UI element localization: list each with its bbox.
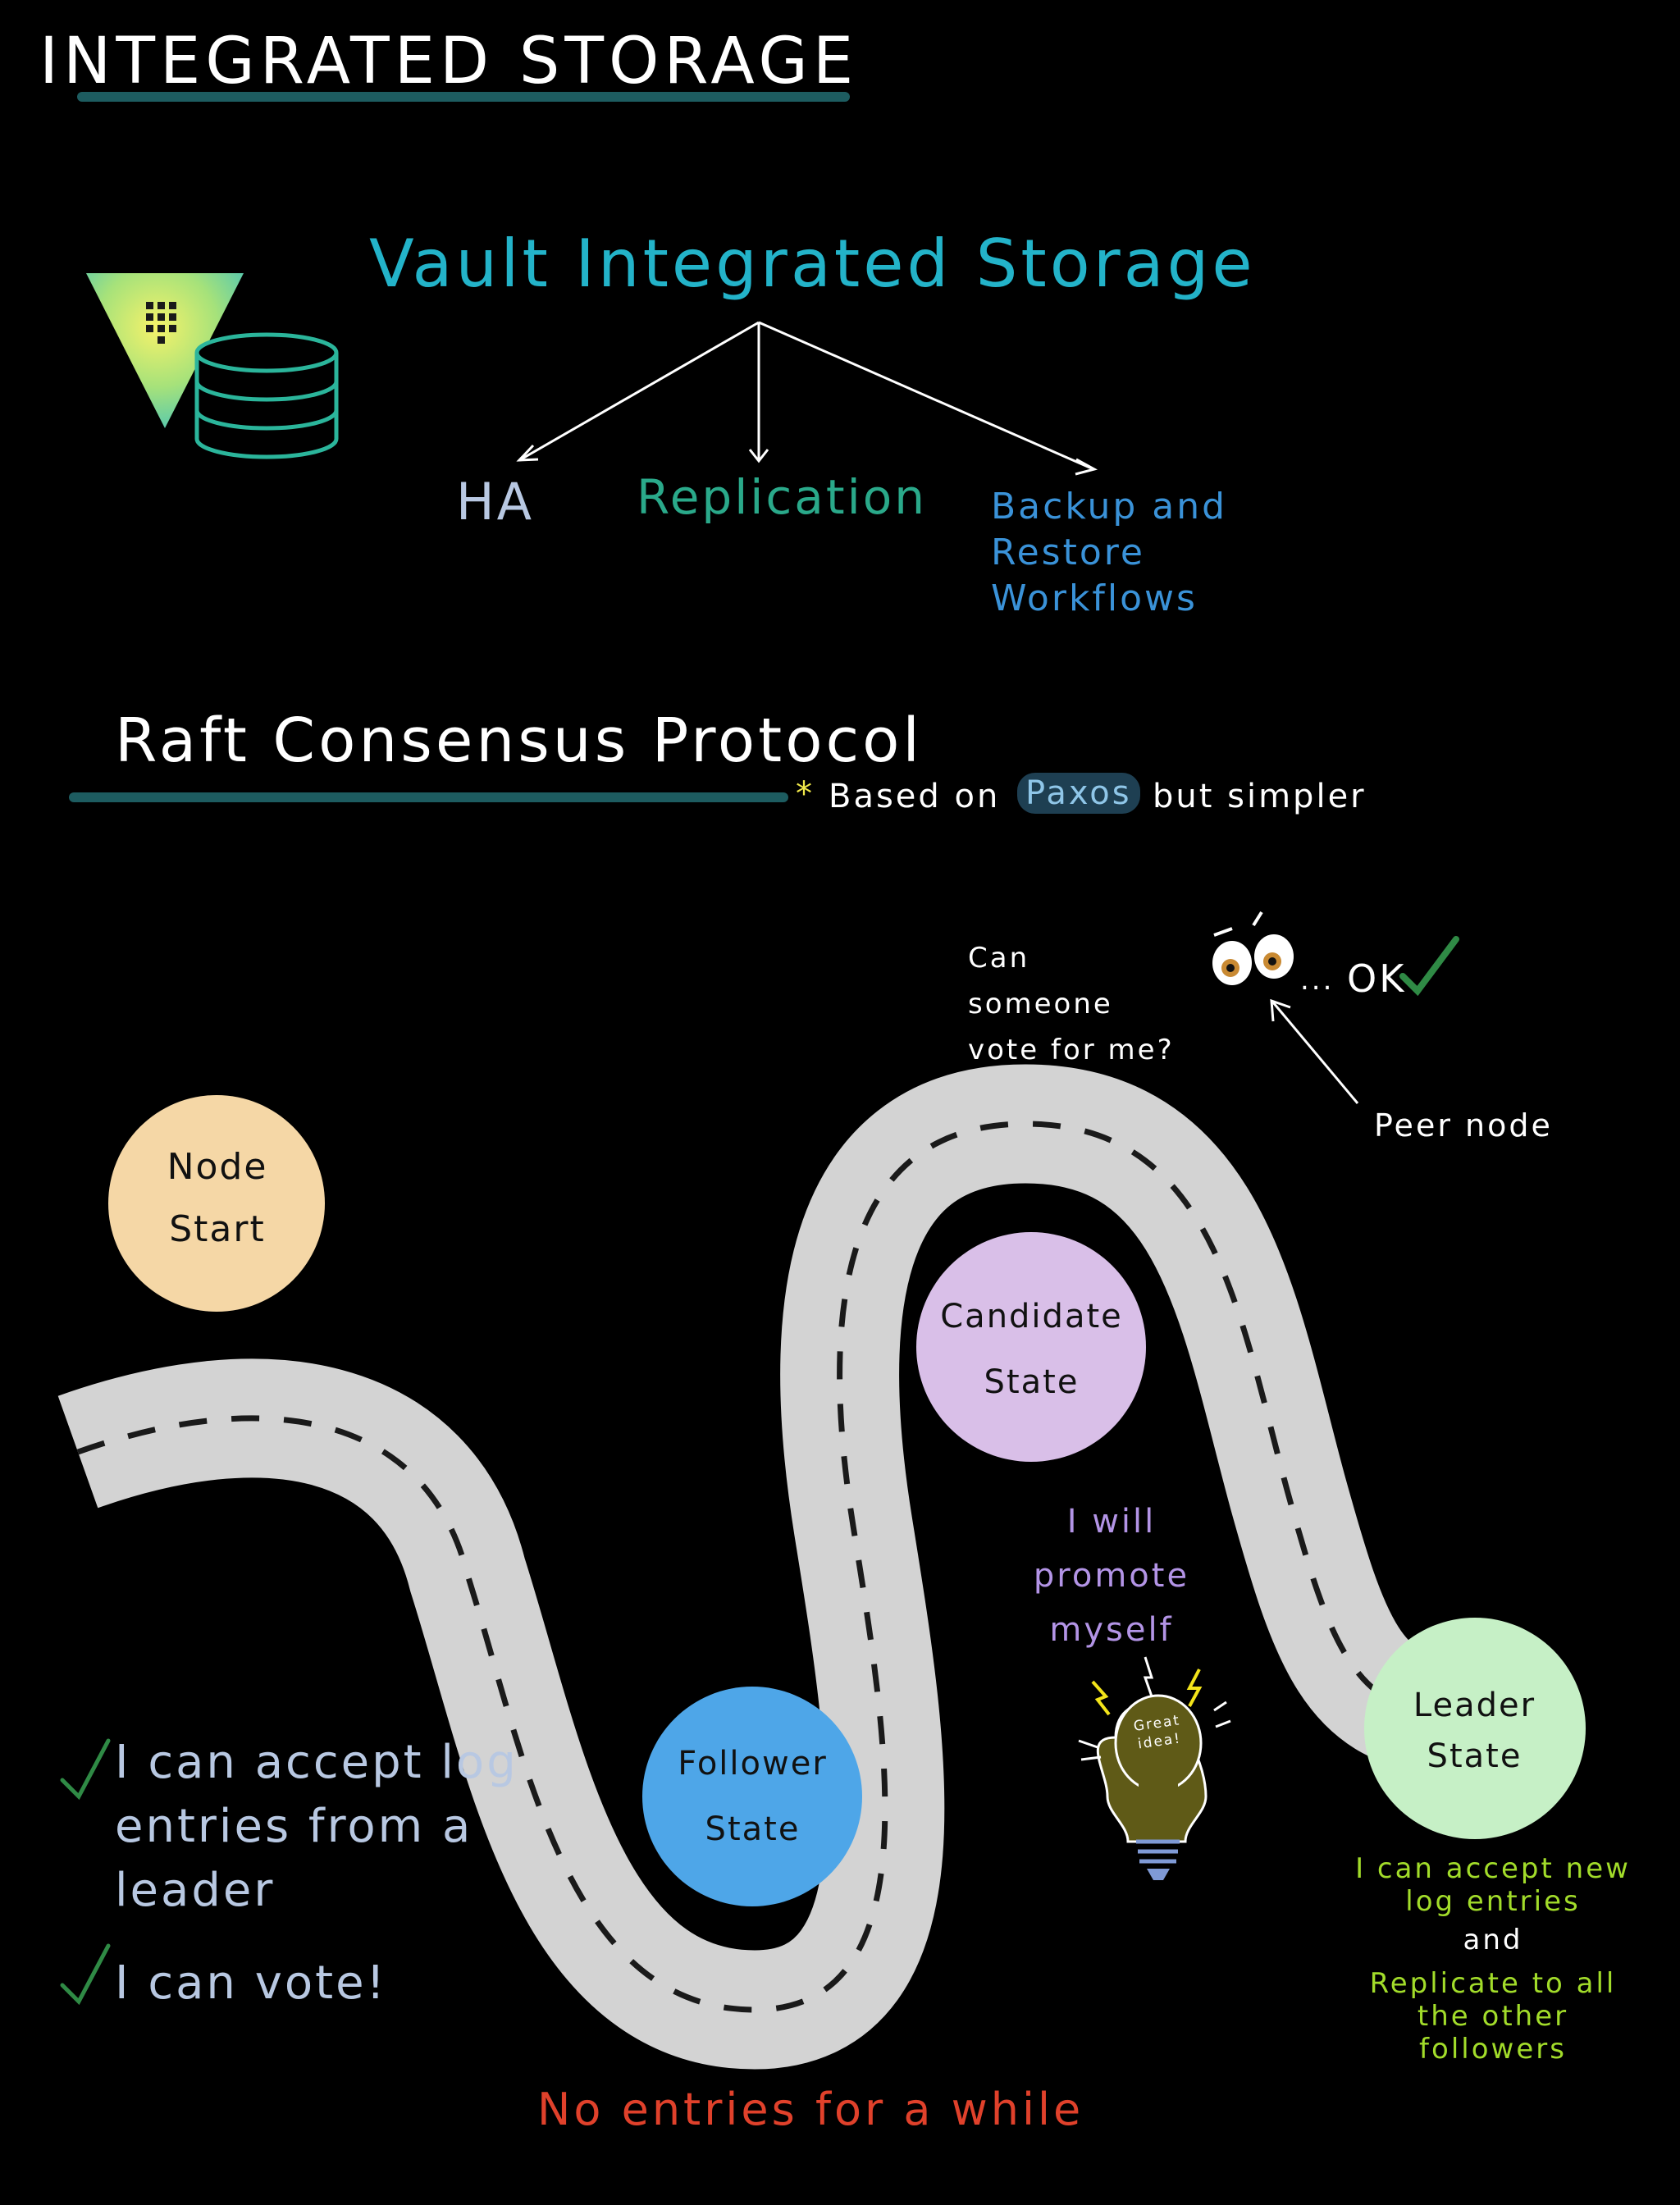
leader-state-circle	[1364, 1618, 1586, 1839]
vault-title: Vault Integrated Storage	[369, 226, 1256, 302]
peer-node-label: Peer node	[1374, 1107, 1553, 1144]
peer-arrow	[1270, 998, 1359, 1104]
database-icon	[194, 332, 339, 459]
node-start-circle	[108, 1095, 325, 1312]
note-star: *	[796, 775, 815, 813]
branch-replication: Replication	[637, 469, 927, 525]
leader-accept-note: I can accept new log entries	[1355, 1852, 1631, 1918]
note-paxos-highlight: Paxos	[1017, 773, 1140, 814]
peer-question: Can someone vote for me?	[968, 942, 1175, 1066]
check-icon-vote	[60, 1943, 111, 2006]
branch-backup: Backup and Restore Workflows	[991, 486, 1228, 619]
peer-ok: OK	[1347, 956, 1407, 1001]
branch-ha: HA	[456, 472, 535, 532]
note-suffix: but simpler	[1153, 778, 1367, 815]
peer-dots: ...	[1300, 964, 1335, 997]
vault-logo-icon	[86, 273, 244, 428]
winding-road	[57, 1064, 1454, 2070]
leader-state-label: Leader State	[1413, 1687, 1536, 1775]
no-entries-note: No entries for a while	[537, 2084, 1084, 2135]
page-title: INTEGRATED STORAGE	[39, 25, 859, 98]
leader-replicate-note: Replicate to all the other followers	[1369, 1967, 1617, 2066]
ok-check-icon	[1399, 936, 1459, 997]
follower-state-circle	[642, 1687, 862, 1906]
follower-log-note: I can accept log entries from a leader	[115, 1736, 518, 1917]
candidate-state-label: Candidate State	[940, 1298, 1123, 1401]
follower-vote-note: I can vote!	[115, 1956, 387, 2010]
candidate-note: I will promote myself	[1033, 1503, 1190, 1649]
node-start-label: Node Start	[167, 1146, 268, 1250]
raft-title: Raft Consensus Protocol	[115, 705, 923, 776]
note-prefix: Based on	[829, 778, 1001, 815]
follower-state-label: Follower State	[678, 1745, 828, 1848]
candidate-state-circle	[916, 1232, 1146, 1462]
branch-arrows	[516, 321, 1098, 476]
peer-eyes-icon	[1212, 911, 1294, 985]
check-icon-log	[60, 1738, 111, 1801]
leader-and-note: and	[1463, 1924, 1523, 1956]
light-bulb-icon	[1078, 1656, 1231, 1880]
